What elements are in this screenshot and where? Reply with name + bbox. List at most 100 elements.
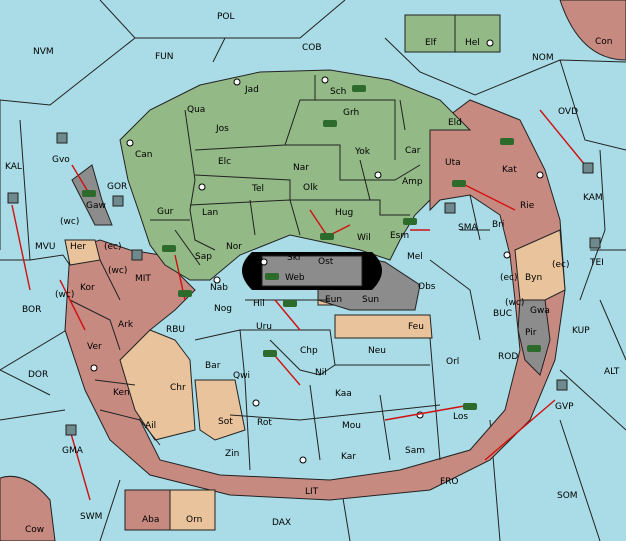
label-FRO: FRO <box>440 477 459 487</box>
label-GOR: GOR <box>107 182 128 192</box>
label-Pir: Pir <box>525 328 537 338</box>
label-SMA: SMA <box>458 223 478 233</box>
label-Elf: Elf <box>425 38 437 48</box>
label-OVD: OVD <box>558 107 579 117</box>
label-Obs: Obs <box>418 282 436 292</box>
label-Lan: Lan <box>202 208 219 218</box>
label-Sot: Sot <box>218 417 233 427</box>
label-GVP: GVP <box>555 402 574 412</box>
region-feu <box>334 314 433 339</box>
label-Kar: Kar <box>341 452 356 462</box>
label-Rie: Rie <box>520 201 535 211</box>
label-KAM: KAM <box>583 193 603 203</box>
label-Amp: Amp <box>402 177 423 187</box>
label-MVU: MVU <box>35 242 56 252</box>
label-Kat: Kat <box>502 165 517 175</box>
label-Jad: Jad <box>245 85 259 95</box>
label-Bar: Bar <box>205 361 221 371</box>
region-cow <box>0 475 56 541</box>
label-Gaw: Gaw <box>86 201 106 211</box>
label-wc2: (wc) <box>108 266 128 276</box>
label-Can: Can <box>135 150 153 160</box>
label-SOM: SOM <box>557 491 578 501</box>
label-Qua: Qua <box>187 105 206 115</box>
green-borders <box>150 75 421 266</box>
label-Ken: Ken <box>113 388 130 398</box>
label-Hug: Hug <box>335 208 354 218</box>
region-elf-hel <box>404 14 501 53</box>
label-wc4: (wc) <box>505 298 525 308</box>
label-wc1: (wc) <box>60 217 80 227</box>
label-Bri: Bri <box>492 220 505 230</box>
label-BOR: BOR <box>22 305 42 315</box>
region-skr-ost <box>261 255 363 287</box>
label-Sap: Sap <box>195 252 212 262</box>
label-Neu: Neu <box>368 346 386 356</box>
label-Uta: Uta <box>445 158 461 168</box>
label-Her: Her <box>70 242 87 252</box>
label-Con: Con <box>595 37 613 47</box>
label-Kor: Kor <box>80 283 95 293</box>
label-Nor: Nor <box>226 242 242 252</box>
label-Ost: Ost <box>318 257 334 267</box>
label-Tel: Tel <box>252 184 265 194</box>
label-DAX: DAX <box>272 518 292 528</box>
label-Nab: Nab <box>210 283 228 293</box>
label-NOM: NOM <box>532 53 554 63</box>
label-Car: Car <box>405 146 421 156</box>
label-Hil: Hil <box>253 299 265 309</box>
label-Wil: Wil <box>357 233 371 243</box>
label-Nar: Nar <box>293 163 309 173</box>
label-POL: POL <box>217 12 235 22</box>
label-LIT: LIT <box>305 487 319 497</box>
label-BUC: BUC <box>493 309 513 319</box>
label-Elc: Elc <box>218 157 232 167</box>
label-Kaa: Kaa <box>335 389 352 399</box>
label-Qwi: Qwi <box>233 371 250 381</box>
label-Mel: Mel <box>407 252 423 262</box>
inner-green-region <box>119 69 472 281</box>
region-sot <box>194 379 246 441</box>
label-RBU: RBU <box>166 325 186 335</box>
label-Orl: Orl <box>446 357 460 367</box>
label-Chr: Chr <box>170 383 186 393</box>
label-ec1: (ec) <box>104 242 122 252</box>
label-TEI: TEI <box>590 258 604 268</box>
label-Gwa: Gwa <box>530 306 550 316</box>
army-units <box>82 85 541 410</box>
label-ec3: (ec) <box>552 260 570 270</box>
label-COB: COB <box>302 43 322 53</box>
label-SWM: SWM <box>80 512 103 522</box>
order-arrows <box>11 109 586 501</box>
label-FUN: FUN <box>155 52 174 62</box>
label-Yok: Yok <box>355 147 371 157</box>
label-Orn: Orn <box>186 515 203 525</box>
label-Nil: Nil <box>315 368 327 378</box>
label-Uru: Uru <box>256 322 272 332</box>
label-Sch: Sch <box>330 87 347 97</box>
label-Gvo: Gvo <box>52 155 70 165</box>
label-Eun: Eun <box>325 295 343 305</box>
label-Aba: Aba <box>142 515 160 525</box>
label-wc3: (wc) <box>55 290 75 300</box>
region-aba <box>124 489 171 531</box>
label-Ark: Ark <box>118 320 134 330</box>
supply-centers <box>90 39 544 464</box>
label-ROD: ROD <box>498 352 519 362</box>
label-Hel: Hel <box>465 38 480 48</box>
region-chr <box>119 329 196 441</box>
region-byn <box>514 229 566 301</box>
region-pir-gray <box>517 299 551 376</box>
label-Zin: Zin <box>225 449 240 459</box>
label-KAL: KAL <box>5 162 22 172</box>
label-Feu: Feu <box>408 322 424 332</box>
label-Skr: Skr <box>287 253 302 263</box>
label-MIT: MIT <box>135 274 151 284</box>
label-Cow: Cow <box>25 525 45 535</box>
label-Mou: Mou <box>342 421 361 431</box>
label-Esm: Esm <box>390 231 410 241</box>
label-Ver: Ver <box>87 342 102 352</box>
